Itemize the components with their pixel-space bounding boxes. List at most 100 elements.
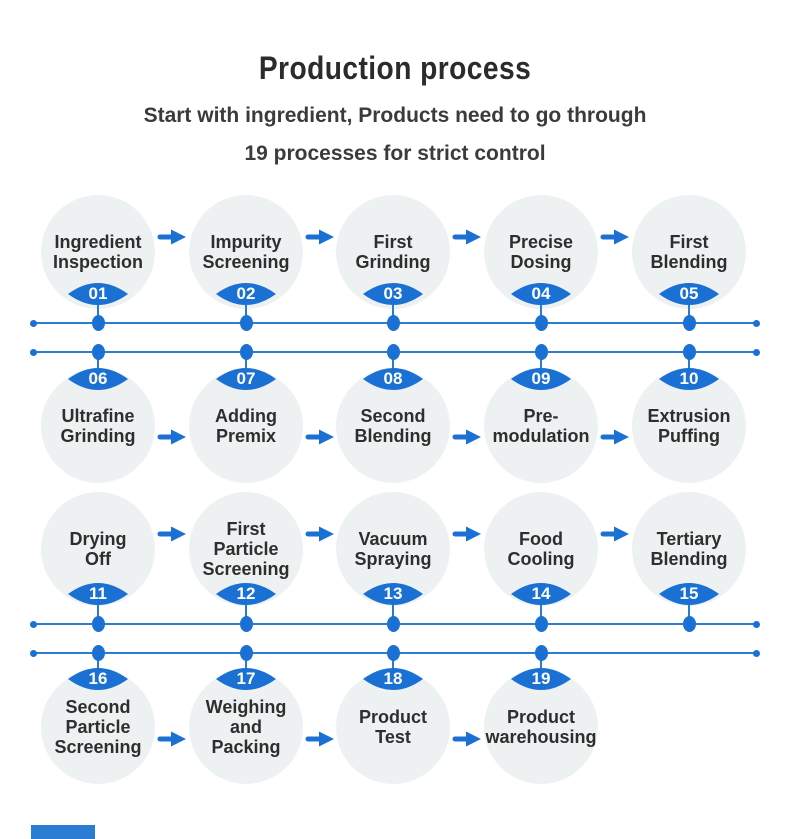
- step-number: 04: [531, 283, 551, 303]
- step-label: Drying: [69, 529, 127, 549]
- step-label: Puffing: [658, 426, 720, 446]
- lens-shape-icon: [68, 283, 128, 305]
- step-label: and: [229, 717, 262, 737]
- flow-arrow-icon: [157, 525, 187, 543]
- step-number: 16: [88, 668, 108, 688]
- step-label: Dosing: [510, 252, 572, 272]
- step-label: Weighing: [205, 697, 287, 717]
- badge-connector: [688, 294, 690, 324]
- timeline-dot: [239, 645, 253, 661]
- step-number-badge: 05: [657, 281, 721, 307]
- step-label: Off: [85, 549, 111, 569]
- step-number: 01: [88, 283, 108, 303]
- timeline-end-dot: [753, 319, 760, 327]
- lens-shape-icon: [68, 583, 128, 605]
- lens-shape-icon: [216, 583, 276, 605]
- step-number: 10: [679, 368, 699, 388]
- step-number-badge: 09: [509, 366, 573, 392]
- lens-shape-icon: [363, 668, 423, 690]
- step-label: Screening: [54, 737, 142, 757]
- flow-arrow-icon: [157, 730, 187, 748]
- flow-arrow-icon: [452, 730, 482, 748]
- step-number-badge: 19: [509, 666, 573, 692]
- page-title: Production process: [258, 50, 532, 86]
- step-label: First: [373, 232, 413, 252]
- step-number: 19: [531, 668, 551, 688]
- timeline-end-dot: [753, 620, 760, 628]
- flow-arrow-icon: [157, 428, 187, 446]
- flow-arrow-icon: [157, 228, 187, 246]
- badge-connector: [245, 294, 247, 324]
- badge-connector: [392, 351, 394, 381]
- timeline-dot: [534, 344, 548, 360]
- timeline-end-dot: [753, 348, 760, 356]
- step-label: Precise: [508, 232, 574, 252]
- step-number: 06: [88, 368, 108, 388]
- step-number: 02: [236, 283, 256, 303]
- step-label: First: [669, 232, 709, 252]
- lens-shape-icon: [511, 283, 571, 305]
- step-label: Product: [506, 707, 575, 727]
- timeline-end-dot: [753, 649, 760, 657]
- step-label: Adding: [215, 406, 277, 426]
- step-number-badge: 16: [66, 666, 130, 692]
- lens-shape-icon: [363, 368, 423, 390]
- step-label: warehousing: [485, 727, 597, 747]
- step-number-badge: 01: [66, 281, 130, 307]
- badge-connector: [97, 652, 99, 681]
- step-label: Blending: [650, 252, 728, 272]
- flow-arrow-icon: [452, 428, 482, 446]
- timeline-dot: [386, 645, 400, 661]
- flow-arrow-icon: [452, 525, 482, 543]
- step-number-badge: 13: [361, 581, 425, 607]
- step-number: 09: [531, 368, 551, 388]
- step-number: 15: [679, 583, 699, 603]
- step-label: Blending: [650, 549, 728, 569]
- step-label: Screening: [202, 559, 290, 579]
- step-number-badge: 04: [509, 281, 573, 307]
- step-label: Inspection: [52, 252, 143, 272]
- badge-connector: [97, 351, 99, 381]
- step-label: Impurity: [210, 232, 282, 252]
- badge-connector: [245, 594, 247, 625]
- step-number-badge: 02: [214, 281, 278, 307]
- badge-connector: [688, 351, 690, 381]
- step-number: 17: [236, 668, 256, 688]
- flow-arrow-icon: [452, 228, 482, 246]
- step-number: 18: [383, 668, 403, 688]
- badge-connector: [540, 652, 542, 681]
- lens-shape-icon: [216, 283, 276, 305]
- step-number-badge: 07: [214, 366, 278, 392]
- badge-connector: [97, 294, 99, 324]
- lens-shape-icon: [216, 368, 276, 390]
- badge-connector: [688, 594, 690, 625]
- timeline-dot: [91, 645, 105, 661]
- lens-shape-icon: [659, 583, 719, 605]
- timeline-dot: [91, 315, 105, 331]
- timeline-dot: [386, 315, 400, 331]
- step-label: Ingredient: [54, 232, 142, 252]
- lens-shape-icon: [511, 668, 571, 690]
- step-label: Extrusion: [647, 406, 731, 426]
- lens-shape-icon: [216, 668, 276, 690]
- subtitle-line-1: Start with ingredient, Products need to …: [143, 104, 647, 127]
- step-label: Ultrafine: [61, 406, 135, 426]
- footer-accent-bar: [31, 825, 95, 839]
- step-label: Test: [375, 727, 411, 747]
- flow-arrow-icon: [600, 428, 630, 446]
- step-label: Particle: [213, 539, 279, 559]
- lens-shape-icon: [511, 583, 571, 605]
- lens-shape-icon: [659, 283, 719, 305]
- timeline-end-dot: [30, 620, 37, 628]
- flow-arrow-icon: [305, 525, 335, 543]
- step-label: modulation: [492, 426, 590, 446]
- step-number: 12: [236, 583, 256, 603]
- timeline-dot: [682, 344, 696, 360]
- timeline-dot: [534, 645, 548, 661]
- flow-arrow-icon: [305, 730, 335, 748]
- step-label: Pre-: [523, 406, 559, 426]
- lens-shape-icon: [363, 283, 423, 305]
